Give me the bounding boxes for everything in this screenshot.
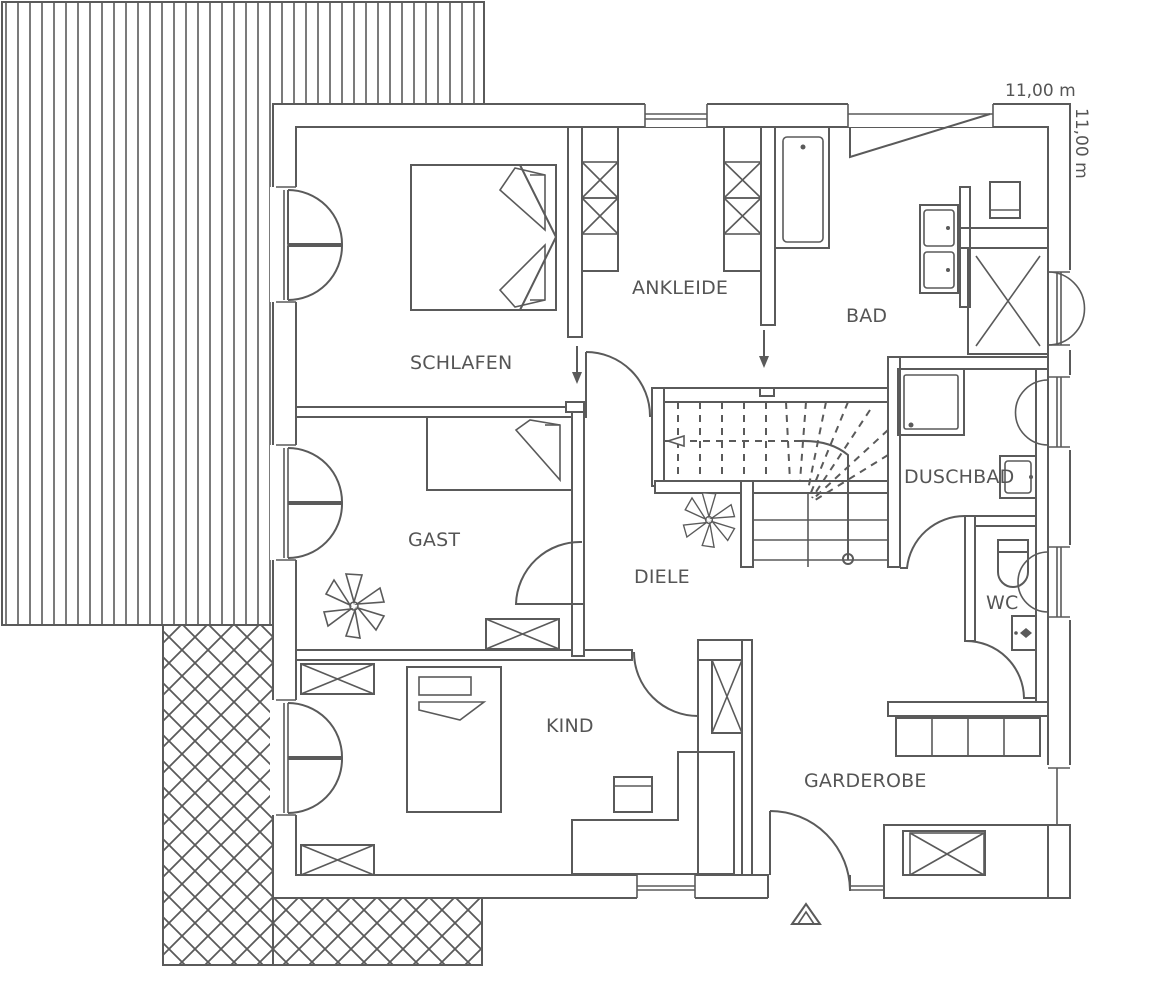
room-label-bad: BAD [846,305,887,327]
room-label-garderobe: GARDEROBE [804,770,927,792]
bed-gast [426,416,573,491]
terrace-doors [276,186,344,816]
bathroom-fixtures [774,126,1086,355]
wardrobes-ankleide [572,126,769,384]
room-label-gast: GAST [408,529,460,551]
outer-walls [270,101,1073,901]
room-label-ankleide: ANKLEIDE [632,277,728,299]
room-label-wc: WC [986,592,1018,614]
wc-fixtures [997,539,1049,651]
room-label-diele: DIELE [634,566,690,588]
dimension-width: 11,00 m [1005,81,1076,101]
interior-walls [295,126,1071,899]
dimension-depth: 11,00 m [1071,108,1091,179]
kind-furniture [300,659,743,876]
garderobe-furniture [895,717,1041,876]
room-label-schlafen: SCHLAFEN [410,352,512,374]
room-label-duschbad: DUSCHBAD [904,466,1014,488]
bed-schlafen [410,164,558,311]
shower-room-fixtures [897,368,1049,499]
wardrobe-gast [485,618,560,650]
room-label-kind: KIND [546,715,594,737]
entrance-triangle-icon [790,902,822,925]
interior-doors [514,351,1036,892]
staircase [664,401,889,567]
